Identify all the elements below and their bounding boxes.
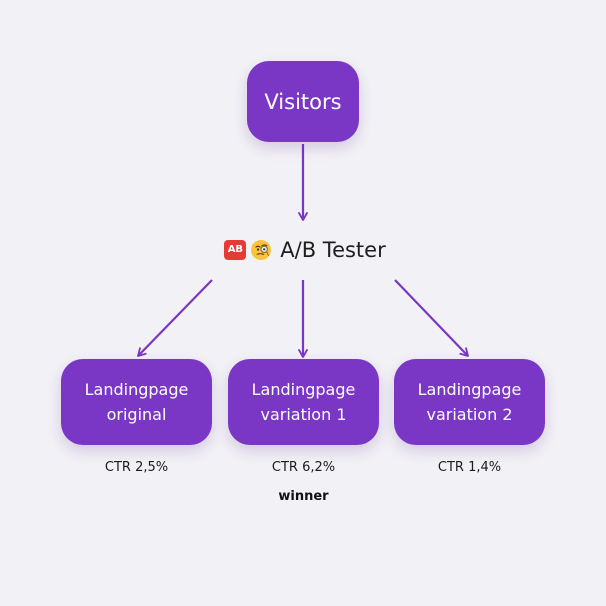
landingpage-variation-1-node: Landingpage variation 1 <box>228 359 379 445</box>
landingpage-variation-2-line1: Landingpage <box>417 380 522 399</box>
landingpage-original-node: Landingpage original <box>61 359 212 445</box>
landingpage-variation-1-line2: variation 1 <box>260 405 347 424</box>
landingpage-variation-2-node: Landingpage variation 2 <box>394 359 545 445</box>
landingpage-original-line1: Landingpage <box>84 380 189 399</box>
arrow-tester-to-original <box>137 279 213 357</box>
ctr-variation-2-metric: CTR 1,4% <box>437 460 502 475</box>
ab-button-emoji-icon: AB <box>224 240 247 260</box>
visitors-node: Visitors <box>247 61 359 142</box>
ctr-original-metric: CTR 2,5% <box>104 460 169 475</box>
landingpage-variation-1-line1: Landingpage <box>251 380 356 399</box>
arrow-tester-to-variation-2 <box>394 279 469 357</box>
landingpage-original-line2: original <box>106 405 167 424</box>
face-with-monocle-emoji-icon <box>250 239 272 261</box>
winner-label: winner <box>278 489 329 504</box>
landingpage-variation-2-line2: variation 2 <box>426 405 513 424</box>
ab-tester-node: AB A/B Tester <box>210 232 400 268</box>
ab-tester-label: A/B Tester <box>280 238 386 262</box>
ctr-variation-1-metric: CTR 6,2% <box>271 460 336 475</box>
ab-icon-text: AB <box>227 244 243 255</box>
visitors-label: Visitors <box>264 89 342 114</box>
